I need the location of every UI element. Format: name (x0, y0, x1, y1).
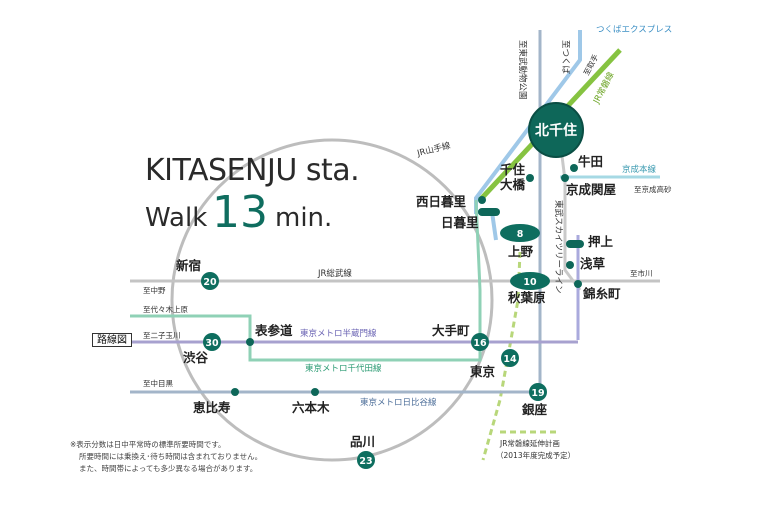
dir-nakano: 至中野 (143, 285, 166, 295)
station-roppongi: 六本木 (292, 400, 330, 415)
hibiya-label: 東京メトロ日比谷線 (360, 397, 437, 408)
station-shibuya: 渋谷 (183, 350, 209, 365)
keisei-label: 京成本線 (622, 164, 657, 175)
dot-ebisu (231, 388, 239, 396)
station-akihabara: 秋葉原 (508, 290, 546, 305)
title-line1: KITASENJU sta. (145, 153, 359, 188)
dot-kinshicho (574, 280, 582, 288)
badge-shinagawa (357, 451, 375, 469)
hub-kitasenju (528, 102, 584, 158)
badge-akihabara (510, 272, 550, 290)
chiyoda-label: 東京メトロ千代田線 (305, 363, 382, 374)
station-nishi-nippori: 西日暮里 (416, 194, 467, 209)
sobu-label: JR総武線 (317, 268, 352, 279)
station-ohashi: 大橋 (500, 177, 526, 192)
note-1: ※表示分数は日中平常時の標準所要時間です。 (70, 439, 226, 449)
yamanote-label: JR山手線 (415, 140, 452, 159)
station-otemachi: 大手町 (432, 323, 470, 338)
station-kinshicho: 錦糸町 (582, 286, 621, 301)
dir-narita-takasago: 至京成高砂 (634, 184, 672, 194)
minute-badges: 8 10 20 30 16 14 19 23 (201, 224, 550, 469)
badge-shibuya (203, 333, 221, 351)
dot-roppongi (311, 388, 319, 396)
dir-tobu-zoo: 至東武動物公園 (517, 40, 528, 100)
dot-ushida (570, 164, 578, 172)
dir-yoyogi-uehara: 至代々木上原 (143, 304, 188, 314)
station-omotesando: 表参道 (254, 323, 293, 338)
hanzomon-label: 東京メトロ半蔵門線 (300, 328, 377, 339)
hub-label: 北千住 (535, 122, 577, 139)
dot-nippori (478, 208, 500, 216)
tobu-skytree-line (558, 139, 582, 291)
station-ebisu: 恵比寿 (193, 400, 231, 415)
station-nippori: 日暮里 (441, 215, 479, 230)
badge-shinagawa-text: 23 (359, 456, 372, 467)
station-keisei-sekiya: 京成関屋 (566, 182, 617, 197)
dir-ichikawa: 至市川 (630, 268, 653, 278)
station-dots (231, 164, 584, 396)
badge-akihabara-text: 10 (523, 277, 537, 288)
jr-yamanote-line (170, 138, 494, 462)
station-shinagawa: 品川 (350, 434, 375, 449)
legend-line2: （2013年度完成予定） (496, 450, 575, 460)
dot-asakusa (566, 261, 574, 269)
badge-ginza-text: 19 (531, 388, 544, 399)
note-3: また、時間帯によっても多少異なる場合があります。 (79, 463, 257, 473)
dot-senju-ohashi (526, 174, 534, 182)
badge-ginza (529, 383, 547, 401)
dot-oshiage (566, 240, 584, 248)
title-unit: min. (275, 203, 332, 233)
dot-nishi-nippori (478, 196, 486, 204)
badge-tokyo (501, 349, 519, 367)
badge-shibuya-text: 30 (205, 338, 219, 349)
route-map-tag: 路線図 (92, 333, 132, 347)
station-ueno: 上野 (508, 244, 534, 259)
tobu-skytree-label: 東武スカイツリーライン (553, 200, 564, 294)
station-shinjuku: 新宿 (176, 258, 201, 273)
tsukuba-label: つくばエクスプレス (596, 25, 672, 35)
badge-ueno (500, 224, 540, 242)
badge-shinjuku (201, 272, 219, 290)
badge-otemachi-text: 16 (473, 338, 487, 349)
station-asakusa: 浅草 (580, 256, 606, 271)
dir-naka-meguro: 至中目黒 (143, 378, 173, 388)
dir-futako: 至二子玉川 (143, 331, 181, 340)
badge-otemachi (471, 333, 489, 351)
badge-ueno-text: 8 (517, 229, 524, 240)
station-senju: 千住 (500, 162, 526, 177)
dot-keisei-sekiya (561, 174, 569, 182)
title-minutes: 13 (212, 187, 268, 238)
hibiya-line (130, 30, 542, 394)
title-walk: Walk (145, 203, 207, 233)
station-ginza: 銀座 (521, 402, 548, 417)
badge-shinjuku-text: 20 (203, 277, 217, 288)
dot-omotesando (246, 338, 254, 346)
legend-line1: JR常磐線延伸計画 (499, 438, 560, 448)
chiyoda-line (130, 199, 482, 362)
note-2: 所要時間には乗換え･待ち時間は含まれておりません。 (79, 451, 262, 461)
badge-tokyo-text: 14 (503, 354, 517, 365)
station-tokyo: 東京 (470, 364, 496, 379)
station-oshiage: 押上 (588, 234, 614, 249)
dir-tsukuba: 至つくば (560, 40, 570, 75)
station-ushida: 牛田 (578, 154, 603, 169)
